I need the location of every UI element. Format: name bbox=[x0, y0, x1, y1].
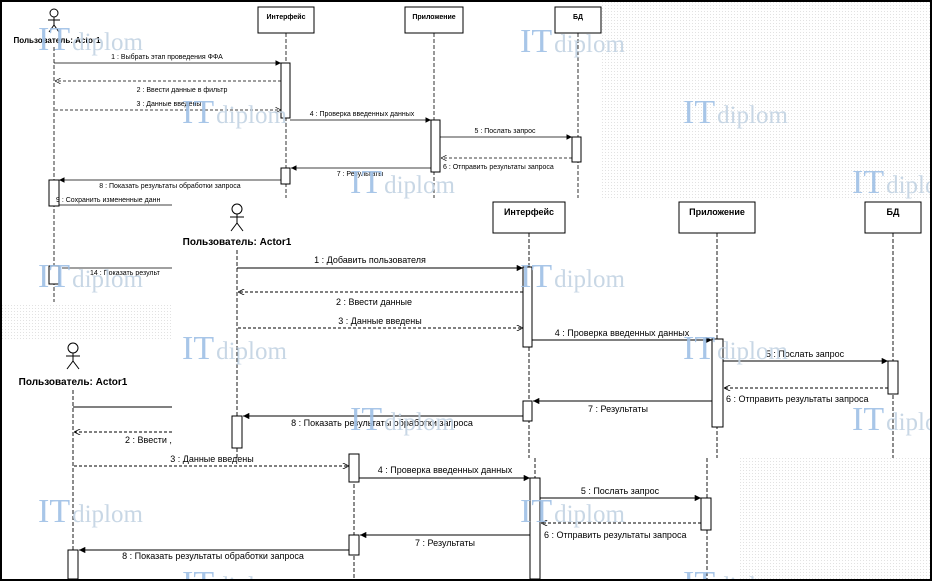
message-label-6: 6 : Отправить результаты запроса bbox=[544, 530, 686, 540]
watermark: ITdiplom bbox=[38, 258, 143, 295]
actor-label: Пользователь: Actor1 bbox=[19, 377, 128, 388]
message-label-3: 3 : Данные введены bbox=[170, 454, 254, 464]
message-label-3: 3 : Данные введены bbox=[137, 101, 202, 108]
message-label-7: 7 : Результаты bbox=[337, 171, 384, 178]
diagram-top: Пользователь: Actor1 Интерфейс Приложени… bbox=[14, 2, 930, 302]
message-label-2: 2 : Ввести , bbox=[125, 435, 172, 445]
participant-label-interface: Интерфейс bbox=[267, 13, 306, 21]
actor-label: Пользователь: Actor1 bbox=[14, 36, 102, 45]
message-label-2: 2 : Ввести данные в фильтр bbox=[137, 87, 228, 94]
message-label-2: 2 : Ввести данные bbox=[336, 297, 412, 307]
watermark: ITdiplom bbox=[38, 493, 143, 530]
participant-label-db: БД bbox=[573, 14, 583, 21]
message-label-7: 7 : Результаты bbox=[588, 404, 648, 414]
message-label-1: 1 : Добавить пользователя bbox=[314, 255, 426, 265]
watermark: ITdiplom bbox=[520, 23, 625, 60]
watermark: ITdiplom bbox=[852, 401, 930, 438]
participant-label-app: Приложение bbox=[412, 14, 455, 21]
watermark: ITdiplom bbox=[350, 164, 455, 201]
activations-top bbox=[48, 62, 582, 285]
watermark: ITdiplom bbox=[182, 94, 287, 131]
message-label-8: 8 : Показать результаты обработки запрос… bbox=[99, 182, 241, 190]
messages-top: 1 : Выбрать этап проведения ФФА 2 : Ввес… bbox=[54, 53, 572, 277]
participant-box-db bbox=[864, 201, 922, 234]
watermark: ITdiplom bbox=[520, 493, 625, 530]
message-label-5: 5 : Послать запрос bbox=[475, 128, 536, 135]
watermark: ITdiplom bbox=[683, 94, 788, 131]
watermark: ITdiplom bbox=[852, 164, 930, 201]
activations-bottom bbox=[67, 453, 712, 579]
message-label-3: 3 : Данные введены bbox=[338, 316, 422, 326]
participant-label-interface: Интерфейс bbox=[504, 207, 554, 217]
watermark: ITdiplom bbox=[350, 401, 455, 438]
watermarks: ITdiplom ITdiplom ITdiplom ITdiplom ITdi… bbox=[38, 21, 930, 579]
watermark: ITdiplom bbox=[182, 565, 287, 579]
background-texture bbox=[2, 304, 172, 340]
diagram-middle: Пользователь: Actor1 Интерфейс Приложени… bbox=[172, 198, 930, 458]
messages-middle: 1 : Добавить пользователя 2 : Ввести дан… bbox=[237, 255, 888, 428]
participant-box-db bbox=[554, 6, 602, 34]
actor-figure-icon bbox=[66, 342, 80, 370]
diagram-bottom: Пользователь: Actor1 2 : Ввести , 3 : Да… bbox=[19, 342, 712, 579]
actor-figure-icon bbox=[48, 8, 60, 33]
message-label-4: 4 : Проверка введенных данных bbox=[310, 111, 415, 118]
message-label-4: 4 : Проверка введенных данных bbox=[378, 465, 513, 475]
watermark: ITdiplom bbox=[38, 21, 143, 58]
background-texture bbox=[740, 454, 930, 579]
message-label-4: 4 : Проверка введенных данных bbox=[555, 328, 690, 338]
watermark: ITdiplom bbox=[182, 330, 287, 367]
participant-label-db: БД bbox=[887, 207, 900, 217]
message-label-8: 8 : Показать результаты обработки запрос… bbox=[122, 551, 304, 561]
message-label-5: 5 : Послать запрос bbox=[766, 349, 845, 359]
watermark: ITdiplom bbox=[520, 258, 625, 295]
actor-label: Пользователь: Actor1 bbox=[183, 237, 292, 248]
watermark: ITdiplom bbox=[683, 330, 788, 367]
participant-box-interface bbox=[492, 201, 566, 234]
message-label-14: 14 : Показать результ bbox=[90, 270, 161, 277]
message-label-8: 8 : Показать результаты обработки запрос… bbox=[291, 418, 473, 428]
message-label-6: 6 : Отправить результаты запроса bbox=[443, 164, 554, 171]
messages-bottom: 2 : Ввести , 3 : Данные введены 4 : Пров… bbox=[73, 406, 701, 561]
message-label-9: 9 : Сохранить измененные данн bbox=[56, 197, 160, 204]
actor-figure-icon bbox=[230, 203, 244, 232]
participant-label-app: Приложение bbox=[689, 207, 745, 217]
message-label-7: 7 : Результаты bbox=[415, 538, 475, 548]
message-label-1: 1 : Выбрать этап проведения ФФА bbox=[111, 53, 223, 61]
message-label-5: 5 : Послать запрос bbox=[581, 486, 660, 496]
background-texture bbox=[600, 2, 930, 202]
message-label-6: 6 : Отправить результаты запроса bbox=[726, 394, 868, 404]
activations-middle bbox=[231, 266, 899, 449]
watermark: ITdiplom bbox=[683, 565, 788, 579]
